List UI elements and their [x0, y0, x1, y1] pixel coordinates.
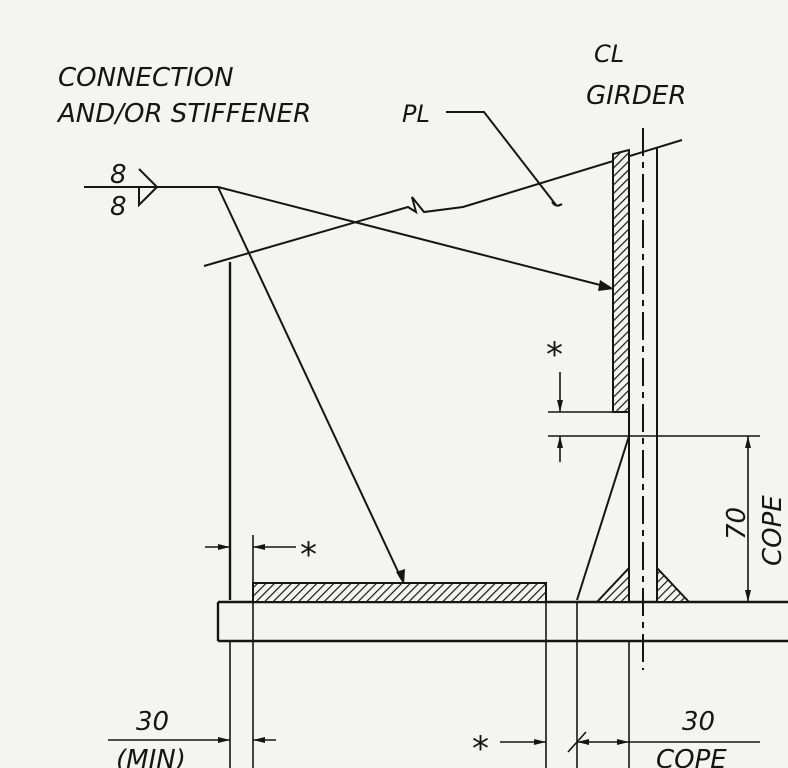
svg-text:*: *: [472, 729, 489, 768]
min-dimension: 30 (MIN): [108, 707, 276, 768]
svg-text:*: *: [300, 535, 317, 575]
extension-lines: [229, 602, 630, 768]
svg-text:30: 30: [136, 707, 169, 737]
beam-bottom-flange: [216, 600, 788, 643]
svg-text:30: 30: [682, 707, 715, 737]
stiffener-plate-hatched: [612, 148, 630, 413]
weld-arrow-to-flange: [217, 186, 405, 585]
cope-length-dimension: * 30 COPE: [472, 707, 760, 768]
svg-text:70: 70: [722, 507, 752, 540]
girder-web: [628, 128, 658, 670]
svg-text:8: 8: [110, 160, 127, 190]
fillet-welds: [594, 565, 692, 603]
plate-clearance-dimension: *: [205, 535, 317, 583]
svg-text:(MIN): (MIN): [116, 745, 186, 768]
svg-text:COPE: COPE: [758, 495, 788, 566]
note-connection: CONNECTION: [58, 63, 234, 93]
centerline-symbol: CL: [594, 40, 624, 68]
svg-text:8: 8: [110, 192, 127, 222]
note-stiffener: AND/OR STIFFENER: [56, 99, 311, 129]
girder-label: GIRDER: [586, 81, 686, 111]
svg-text:COPE: COPE: [656, 745, 727, 768]
svg-text:*: *: [546, 335, 563, 375]
weld-arrow-to-stiffener: [217, 186, 614, 291]
svg-text:CL: CL: [594, 40, 624, 68]
cope-outline: [576, 412, 630, 601]
note-leader: [446, 111, 563, 207]
cope-height-dimension: 70 COPE: [722, 436, 788, 602]
connection-plate-hatched: [252, 582, 547, 603]
svg-text:PL: PL: [402, 100, 430, 128]
plate-symbol: PL: [402, 100, 430, 128]
clearance-dimension-vertical: *: [546, 335, 760, 462]
weld-symbol: 8 8: [84, 160, 218, 222]
break-line: [203, 139, 683, 267]
